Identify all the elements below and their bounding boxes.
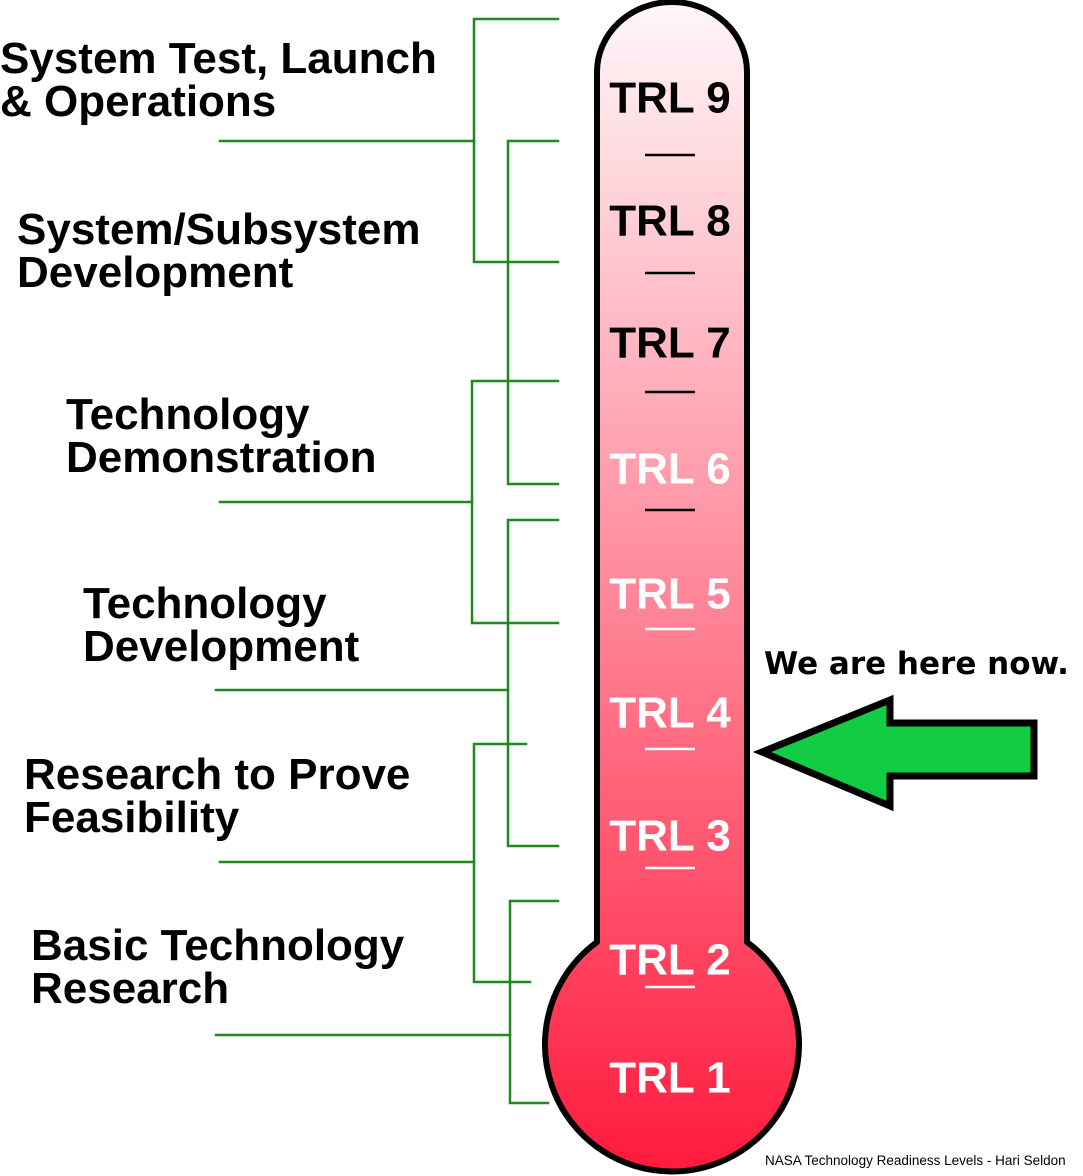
phase-label-feasibility: Research to Prove Feasibility: [24, 750, 411, 842]
phase-label-subsystem: System/Subsystem Development: [17, 205, 421, 297]
phase-line: & Operations: [0, 77, 277, 126]
trl-level-label: TRL 3: [609, 812, 730, 861]
phase-line: Research to Prove: [24, 750, 411, 799]
bracket-demonstration: [470, 379, 560, 625]
phase-label-tech-development: Technology Development: [83, 579, 360, 671]
phase-line: System/Subsystem: [17, 205, 421, 254]
phase-line: Research: [31, 964, 230, 1013]
phase-line: Basic Technology: [31, 921, 405, 970]
phase-line: Technology: [83, 579, 327, 628]
trl-level-label: TRL 2: [609, 936, 730, 985]
trl-level-label: TRL 8: [609, 197, 730, 246]
bracket-tech-development: [506, 518, 560, 848]
phase-line: Technology: [66, 390, 310, 439]
trl-level-label: TRL 6: [609, 445, 730, 494]
trl-level-label: TRL 9: [609, 74, 730, 123]
bracket-subsystem: [506, 139, 560, 486]
phase-line: Demonstration: [66, 433, 377, 482]
trl-level-label: TRL 7: [609, 319, 730, 368]
we-are-here-annotation: We are here now.: [764, 646, 1069, 682]
trl-level-label: TRL 1: [609, 1054, 730, 1103]
trl-levels: TRL 9 TRL 8 TRL 7 TRL 6 TRL 5 TRL 4 TRL 3 TRL 2…: [609, 74, 731, 1103]
current-level-arrow: [752, 694, 1038, 812]
phase-label-basic-research: Basic Technology Research: [31, 921, 405, 1013]
phase-brackets: [214, 17, 560, 1105]
image-credit: NASA Technology Readiness Levels - Hari …: [765, 1153, 1066, 1168]
bracket-feasibility: [472, 742, 532, 984]
phase-line: Development: [17, 248, 294, 297]
level-dividers: [645, 153, 695, 989]
phase-label-system-test: System Test, Launch & Operations: [0, 34, 437, 126]
phase-label-demonstration: Technology Demonstration: [66, 390, 377, 482]
phase-line: Development: [83, 622, 360, 671]
trl-level-label: TRL 5: [609, 570, 730, 619]
phase-line: System Test, Launch: [0, 34, 437, 83]
trl-level-label: TRL 4: [609, 689, 731, 738]
bracket-basic-research: [508, 899, 560, 1105]
thermometer-body: [542, 0, 802, 1175]
phase-line: Feasibility: [24, 793, 240, 842]
